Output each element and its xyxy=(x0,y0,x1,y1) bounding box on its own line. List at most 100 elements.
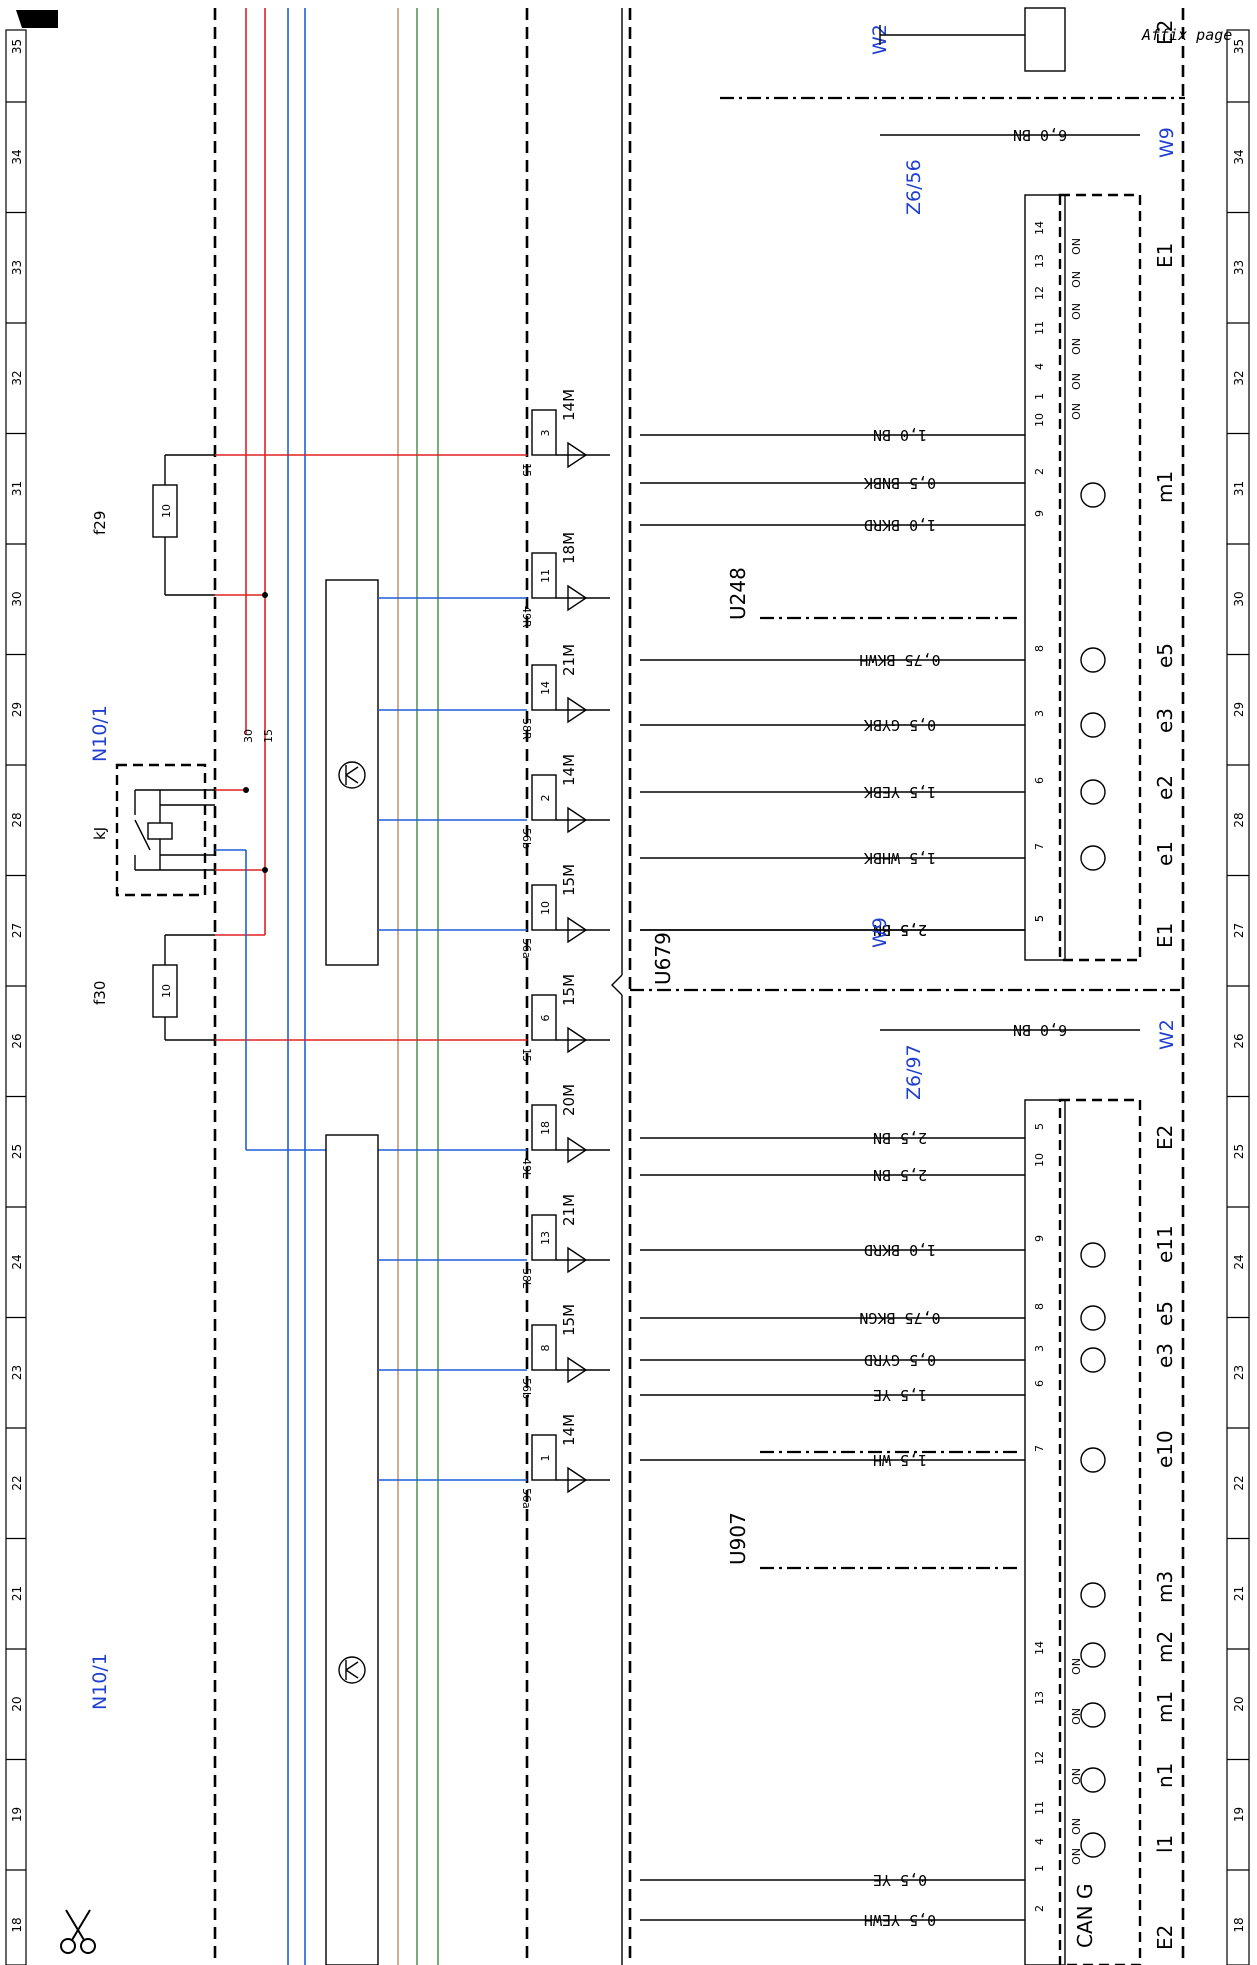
unit-e1: E1 E1 xyxy=(1024,193,1177,962)
unit-pin-number: 10 xyxy=(1033,1153,1046,1167)
no-contact-label: NO xyxy=(1069,403,1082,420)
wire-spec-label: 1,0 BKRD xyxy=(864,1241,936,1259)
unit-pin-number: 5 xyxy=(1033,915,1046,922)
connector-pin-box xyxy=(531,664,557,711)
svg-text:CAN G: CAN G xyxy=(1073,1884,1097,1948)
ruler-number-left: 29 xyxy=(10,702,24,717)
svg-text:E2: E2 xyxy=(1153,1125,1177,1150)
connector-pin-number: 18 xyxy=(539,1121,552,1135)
wire-spec-label: 1,5 YEBK xyxy=(864,783,936,801)
unit-e2-top: E2 xyxy=(879,7,1177,72)
no-pin-number: 4 xyxy=(1033,363,1046,370)
unit-pin-number: 9 xyxy=(1033,510,1046,517)
wire-spec-label: 0,5 BNBK xyxy=(864,474,936,492)
fuse-f29: 10 f29 xyxy=(91,454,215,596)
wire-spec-label: 1,5 WHBK xyxy=(864,849,936,867)
ruler-number-right: 26 xyxy=(1232,1033,1246,1048)
connector-pin-box xyxy=(531,884,557,931)
ruler-number-right: 32 xyxy=(1232,370,1246,385)
no-contact-label: NO xyxy=(1069,338,1082,355)
svg-text:15: 15 xyxy=(262,729,275,743)
no-contact-label: NO xyxy=(1069,1658,1082,1675)
svg-text:30: 30 xyxy=(242,729,255,743)
affix-label: Affix page xyxy=(1141,26,1232,44)
ruler-number-left: 23 xyxy=(10,1365,24,1380)
ruler-number-right: 21 xyxy=(1232,1586,1246,1601)
wire-spec-label: 0,5 GYBK xyxy=(864,716,936,734)
no-contact-label: NO xyxy=(1069,1708,1082,1725)
ruler-number-right: 22 xyxy=(1232,1475,1246,1490)
connector-pin-box xyxy=(531,1324,557,1371)
svg-text:f30: f30 xyxy=(91,981,109,1005)
page-tab-icon xyxy=(16,10,58,28)
svg-text:E1: E1 xyxy=(1153,243,1177,268)
unit-pin-number: 2 xyxy=(1033,468,1046,475)
ruler-number-left: 21 xyxy=(10,1586,24,1601)
unit-pin-number: 5 xyxy=(1033,915,1046,922)
fuse-f30: 10 f30 xyxy=(91,934,215,1041)
wire-spec-label: 0,5 YEWH xyxy=(864,1911,936,1929)
connector-pin-number: 11 xyxy=(539,569,552,583)
connector-signal-label: 56a xyxy=(520,938,533,959)
no-pin-number: 14 xyxy=(1033,1641,1046,1655)
ground-w9-mid: W9 xyxy=(869,917,891,948)
wire-spec-label: 1,0 BN xyxy=(873,426,927,444)
unit-pin-number: 2 xyxy=(1033,1905,1046,1912)
ruler-number-left: 33 xyxy=(10,260,24,275)
scissors-icon xyxy=(60,1909,96,1954)
component-label: m1 xyxy=(1153,471,1177,503)
component-label: e3 xyxy=(1153,1343,1177,1368)
no-pin-number: 13 xyxy=(1033,1691,1046,1705)
ruler-number-left: 19 xyxy=(10,1807,24,1822)
ruler-number-left: 25 xyxy=(10,1144,24,1159)
component-symbol-icon xyxy=(1080,1767,1106,1793)
ground-wire-label: 6,0 BN xyxy=(1013,1021,1067,1039)
wire-spec-label: 0,75 BKGN xyxy=(859,1309,940,1327)
ruler-number-left: 27 xyxy=(10,923,24,938)
unit-pin-number: 8 xyxy=(1033,645,1046,652)
connector-signal-label: 49R xyxy=(520,606,533,628)
svg-text:10: 10 xyxy=(160,984,173,998)
connector-signal-label: 49L xyxy=(520,1158,533,1179)
ground-w9-top: W9 xyxy=(1156,127,1178,158)
ruler-number-left: 31 xyxy=(10,481,24,496)
ruler-number-left: 32 xyxy=(10,370,24,385)
connector-rating-label: 14M xyxy=(560,389,578,421)
component-symbol-icon xyxy=(1080,1702,1106,1728)
ruler-number-right: 30 xyxy=(1232,591,1246,606)
component-label: e5 xyxy=(1153,1301,1177,1326)
wire-spec-label: 2,5 BN xyxy=(873,1166,927,1184)
connector-rating-label: 18M xyxy=(560,532,578,564)
module-label-bottom: N10/1 xyxy=(89,1653,111,1710)
connector-pin-box xyxy=(531,994,557,1041)
connector-signal-label: 56b xyxy=(520,828,533,849)
ground-wire-label: 6,0 BN xyxy=(1013,126,1067,144)
unit-pin-number: 7 xyxy=(1033,1445,1046,1452)
component-symbol-icon xyxy=(1080,1582,1106,1608)
component-label: e3 xyxy=(1153,708,1177,733)
svg-text:E2: E2 xyxy=(1153,20,1177,45)
unit-pin-number: 1 xyxy=(1033,1865,1046,1872)
connector-pin-box xyxy=(531,1434,557,1481)
ruler-number-right: 27 xyxy=(1232,923,1246,938)
connector-rating-label: 21M xyxy=(560,644,578,676)
no-contact-label: NO xyxy=(1069,1848,1082,1865)
component-symbol-icon xyxy=(1080,1832,1106,1858)
component-symbol-icon xyxy=(1080,1642,1106,1668)
component-symbol-icon xyxy=(1080,1347,1106,1373)
connector-pin-box xyxy=(531,774,557,821)
connector-signal-label: 56a xyxy=(520,1488,533,1509)
connector-rating-label: 14M xyxy=(560,754,578,786)
connector-rating-label: 15M xyxy=(560,974,578,1006)
ruler-number-right: 35 xyxy=(1232,39,1246,54)
no-contact-label: NO xyxy=(1069,303,1082,320)
unit-pin-number: 8 xyxy=(1033,1303,1046,1310)
no-pin-number: 1 xyxy=(1033,393,1046,400)
component-symbol-icon xyxy=(1080,1242,1106,1268)
component-symbol-icon xyxy=(1080,779,1106,805)
ruler-number-left: 20 xyxy=(10,1696,24,1711)
connector-signal-label: 15 xyxy=(520,463,533,477)
transistor-module-top xyxy=(325,579,379,966)
connector-pin-number: 2 xyxy=(539,795,552,802)
wire-spec-label: 2,5 BN xyxy=(873,1129,927,1147)
